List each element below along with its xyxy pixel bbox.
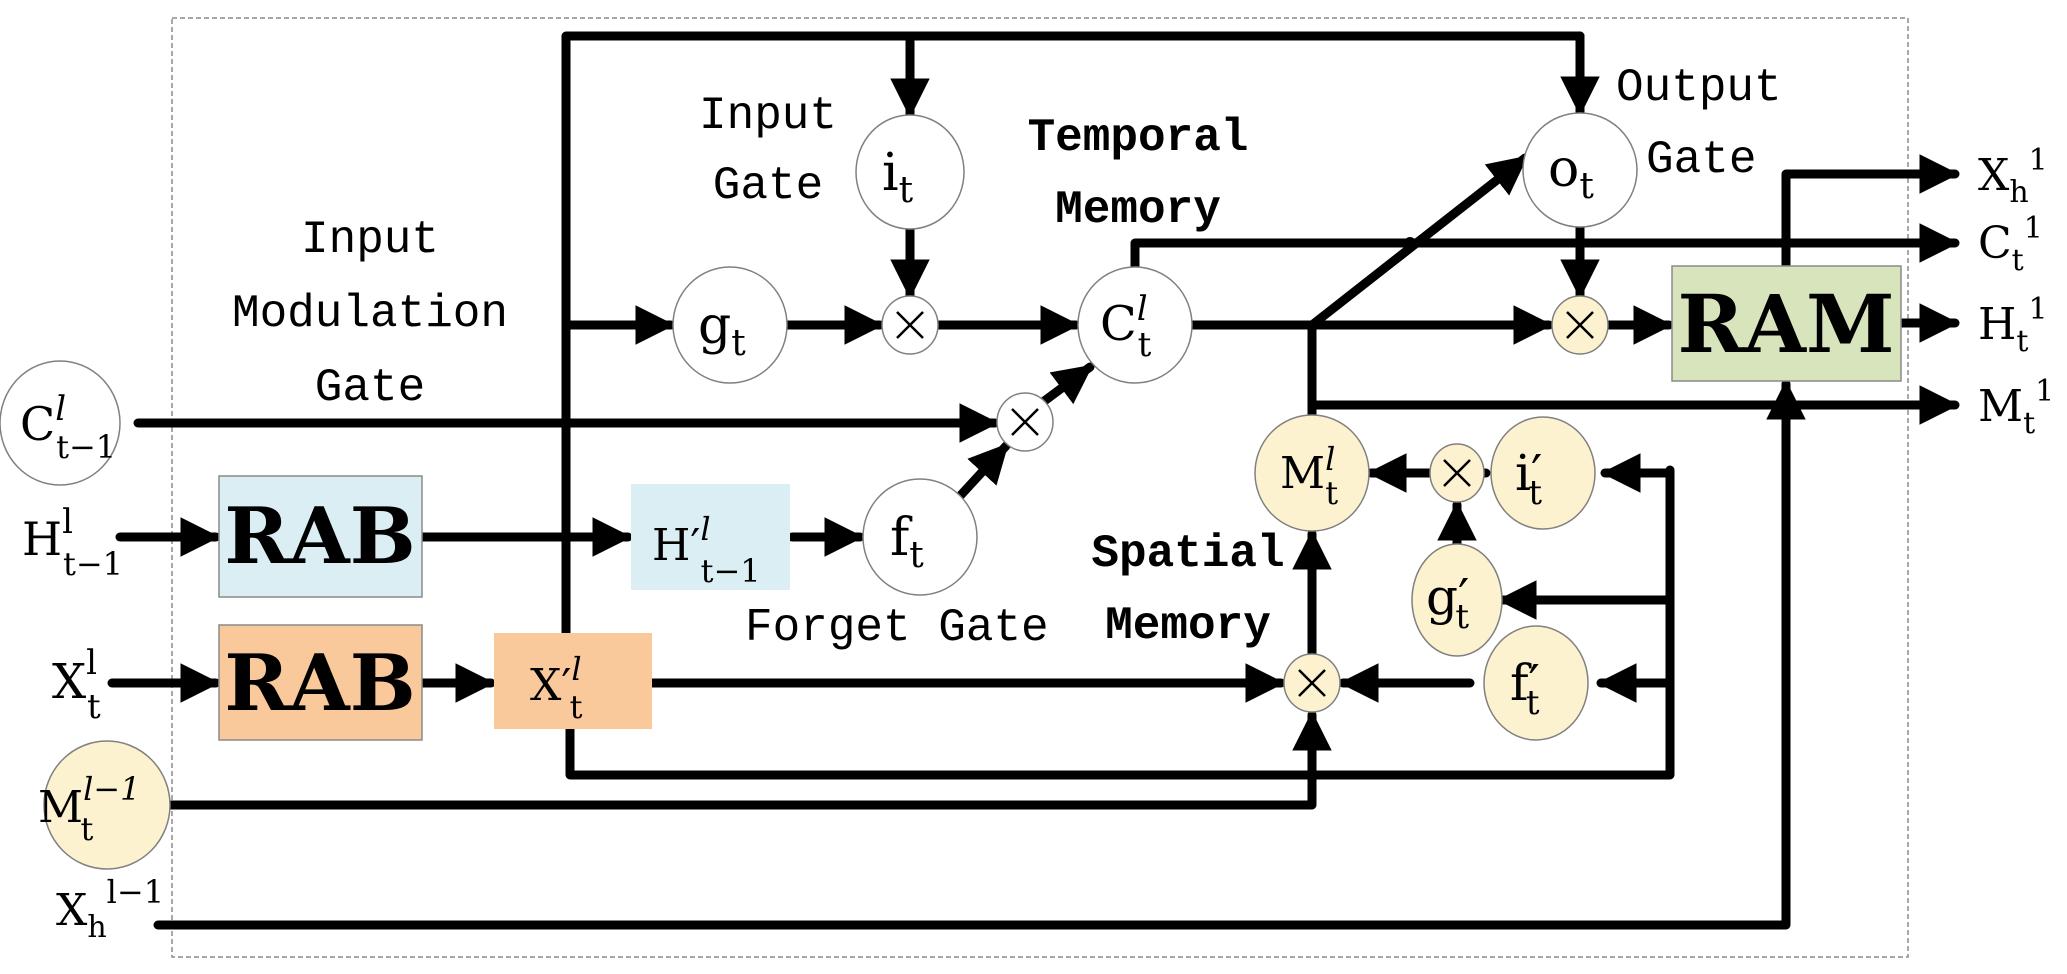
label-spatial-memory: Spatial Memory [1091,528,1284,652]
svg-text:Spatial: Spatial [1091,528,1284,580]
h-prime-base: H′ [652,520,700,571]
cell-boundary [171,17,1909,958]
output-c: Ct1 [1978,211,2043,278]
wire-xh-prev-to-ram [153,379,1806,930]
node-f-t: ft [862,478,978,596]
node-i-prime: i′t [1490,416,1596,530]
output-xh: Xh1 [1978,143,2048,210]
svg-text:ot: ot [1548,139,1594,207]
svg-text:Clt: Clt [1100,289,1152,365]
node-g-t: gt [672,266,788,384]
x-prime-sub: t [570,688,583,726]
multiply-op-4 [1283,653,1341,713]
h-prime-sup: l [700,510,710,548]
svg-text:it: it [882,143,914,211]
rab-input-block: RAB [218,624,423,741]
rab-hidden-block: RAB [218,475,423,598]
svg-text:Temporal: Temporal [1028,112,1249,164]
svg-text:Ml−1t: Ml−1t [38,770,140,848]
svg-text:Modulation: Modulation [232,288,508,340]
wire-c-output [1130,223,1960,273]
label-input-modulation-gate: Input Modulation Gate [232,214,508,414]
wire-xh-output [1781,154,1960,271]
svg-text:X′lt: X′lt [530,650,583,726]
svg-text:Output: Output [1616,62,1782,114]
svg-text:Clt−1: Clt−1 [20,389,116,466]
node-g-prime: g′t [1411,543,1503,657]
node-o-t: ot [1522,112,1638,228]
multiply-op-output [1551,295,1609,355]
svg-text:Gate: Gate [315,362,425,414]
wire-mprev-to-mult4 [160,710,1332,810]
output-h: Ht1 [1978,292,2048,359]
wire-x-prime-bus [561,31,1585,638]
h-prime-sub: t−1 [701,552,761,590]
x-prime-sup: l [571,650,581,688]
multiply-op-1 [881,295,939,355]
wire-xprime-loop [565,465,1675,780]
label-forget-gate: Forget Gate [745,602,1049,654]
svg-text:ft: ft [890,508,924,576]
h-prime-block: H′l t−1 [631,484,790,590]
ram-block: RAM [1671,265,1902,382]
rab-hidden-label: RAB [224,491,415,582]
input-xh-prev-layer: Xhl−1 [56,873,164,945]
svg-text:Memory: Memory [1105,600,1271,652]
svg-text:Input: Input [699,90,837,142]
svg-text:i′t: i′t [1515,444,1542,513]
node-f-prime: f′t [1483,625,1589,741]
svg-text:Memory: Memory [1055,184,1221,236]
label-input-gate: Input Gate [699,90,837,212]
svg-text:Gate: Gate [713,160,823,212]
junctions [560,237,1792,543]
svg-text:f′t: f′t [1510,654,1540,723]
label-output-gate: Output Gate [1616,62,1782,186]
ram-label: RAM [1677,277,1894,371]
output-m: Mt1 [1978,374,2054,441]
wire-mult2-to-c [1038,362,1095,407]
svg-text:g′t: g′t [1426,568,1469,637]
x-prime-base: X′ [530,660,571,711]
svg-text:gt: gt [698,296,746,364]
multiply-op-3 [1429,443,1485,503]
svg-text:Mlt: Mlt [1280,440,1338,512]
svg-text:H′lt−1: H′l t−1 [652,510,761,590]
label-temporal-memory: Temporal Memory [1028,112,1249,236]
svg-text:Gate: Gate [1646,134,1756,186]
rab-input-label: RAB [224,638,415,729]
wire-f-to-mult2 [955,441,1011,501]
node-i-t: it [855,114,965,230]
svg-text:Input: Input [301,214,439,266]
multiply-op-2 [996,392,1054,452]
